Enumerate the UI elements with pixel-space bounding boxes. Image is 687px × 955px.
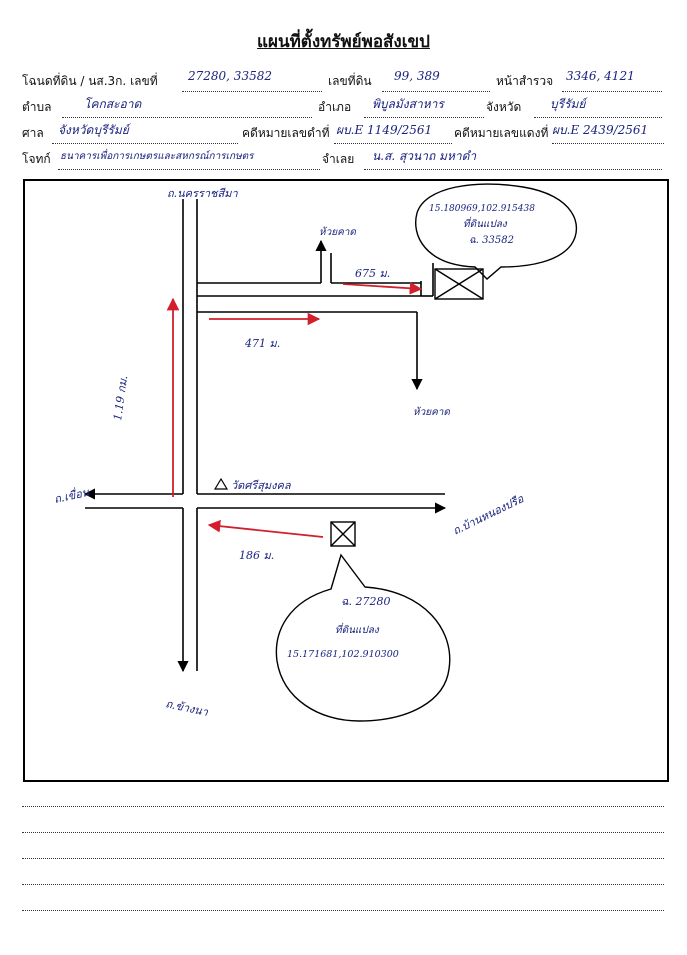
distance-top-label: 675 ม. [355, 267, 390, 280]
plaintiff-value: ธนาคารเพื่อการเกษตรและสหกรณ์การเกษตร [60, 151, 254, 162]
land-number: 99, 389 [394, 69, 440, 83]
province-value: บุรีรัมย์ [550, 97, 586, 111]
survey-number: 3346, 4121 [566, 69, 635, 83]
form-row-case: ศาล จังหวัดบุรีรัมย์ คดีหมายเลขดำที่ ผบ.… [22, 123, 665, 144]
branch-up-road [197, 239, 421, 284]
label-deed: โฉนดที่ดิน / นส.3ก. เลขที่ [22, 74, 158, 88]
label-subdistrict: ตำบล [22, 100, 52, 114]
road-south-label: ถ.ข้างนา [164, 697, 209, 719]
parcel-1-deed: ฉ. 33582 [469, 235, 514, 246]
parcel-2-title: ที่ดินแปลง [335, 622, 380, 636]
location-map: ถ.นครราชสีมา ถ.เขื่อน ถ.ข้างนา ถ.บ้านหนอ… [23, 179, 669, 782]
road-north-label: ถ.นครราชสีมา [167, 187, 238, 200]
label-plaintiff: โจทก์ [22, 152, 51, 166]
red-case-value: ผบ.E 2439/2561 [552, 123, 649, 137]
parcel-1-callout [415, 183, 578, 280]
distance-horizontal-label: 471 ม. [244, 337, 280, 350]
defendant-value: น.ส. สุวนาถ มหาดำ [372, 149, 477, 163]
distance-vertical-label: 1.19 กม. [111, 375, 130, 422]
label-defendant: จำเลย [322, 152, 355, 166]
form-row-parties: โจทก์ ธนาคารเพื่อการเกษตรและสหกรณ์การเกษ… [22, 149, 665, 170]
branch-down-label: ห้วยคาด [413, 406, 450, 418]
branch-up-label: ห้วยคาด [319, 226, 356, 238]
label-land-no: เลขที่ดิน [328, 74, 372, 88]
distance-arrows [166, 281, 423, 538]
parcel-1-title: ที่ดินแปลง [463, 216, 508, 230]
label-district: อำเภอ [318, 100, 352, 114]
map-drawing: ถ.นครราชสีมา ถ.เขื่อน ถ.ข้างนา ถ.บ้านหนอ… [53, 183, 578, 722]
note-line [22, 884, 664, 885]
upper-road [197, 263, 434, 391]
court-value: จังหวัดบุรีรัมย์ [58, 123, 129, 137]
deed-number: 27280, 33582 [188, 69, 272, 83]
district-value: พิบูลมังสาหาร [372, 97, 444, 111]
main-road-vertical [177, 199, 198, 673]
note-line [22, 858, 664, 859]
landmark-label: วัดศรีสุมงคล [231, 479, 292, 492]
label-court: ศาล [22, 126, 44, 140]
form-row-location: ตำบล โคกสะอาด อำเภอ พิบูลมังสาหาร จังหวั… [22, 97, 665, 118]
note-line [22, 910, 664, 911]
page-title: แผนที่ตั้งทรัพย์พอสังเขป [257, 32, 430, 52]
parcel-2-callout [275, 553, 451, 722]
parcel-2-marker [330, 521, 356, 547]
road-east-label: ถ.บ้านหนองปรือ [451, 492, 526, 538]
distance-bottom-label: 186 ม. [239, 549, 274, 562]
parcel-2-deed: ฉ. 27280 [341, 595, 390, 608]
parcel-2-coords: 15.171681,102.910300 [287, 649, 399, 660]
temple-landmark [213, 477, 229, 490]
lower-road [83, 488, 447, 514]
black-case-value: ผบ.E 1149/2561 [336, 123, 433, 137]
parcel-1-coords: 15.180969,102.915438 [429, 204, 535, 214]
road-west-label: ถ.เขื่อน [53, 484, 91, 506]
note-line [22, 806, 664, 807]
label-red-case: คดีหมายเลขแดงที่ [454, 126, 549, 140]
subdistrict-value: โคกสะอาด [84, 97, 142, 111]
label-province: จังหวัด [486, 100, 522, 114]
form-row-deed: โฉนดที่ดิน / นส.3ก. เลขที่ 27280, 33582 … [22, 69, 665, 92]
parcel-1-marker [434, 268, 484, 300]
label-survey: หน้าสำรวจ [496, 74, 554, 88]
note-line [22, 832, 664, 833]
label-black-case: คดีหมายเลขดำที่ [242, 126, 330, 140]
